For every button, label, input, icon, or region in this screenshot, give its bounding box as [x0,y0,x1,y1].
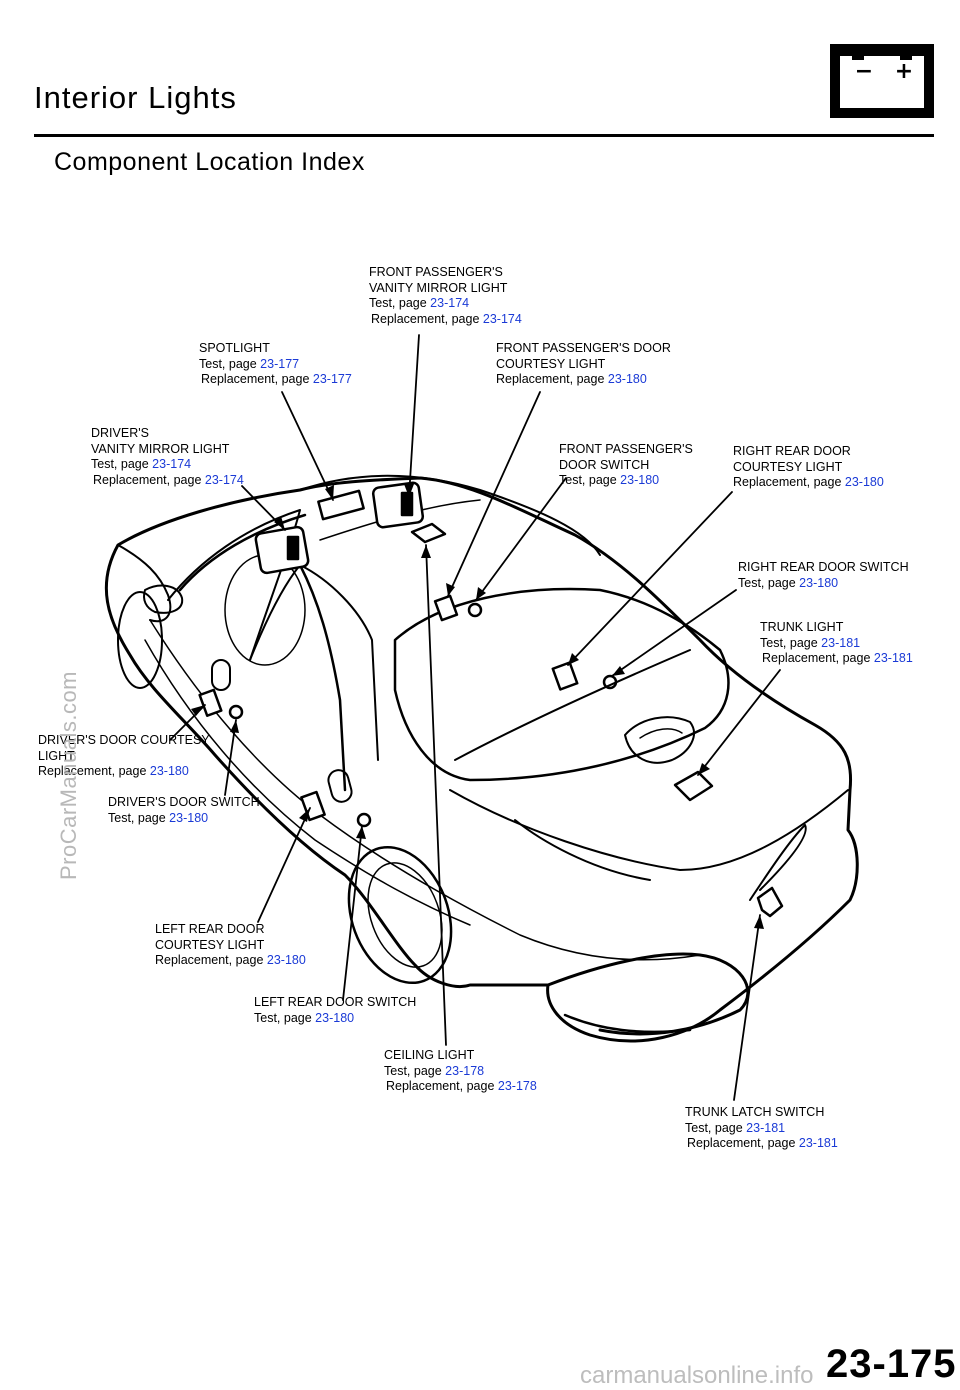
callout-right-rear-door-switch: RIGHT REAR DOOR SWITCH Test, page 23-180 [738,560,909,590]
car-door-handle-front [211,659,231,691]
component-right-rear-courtesy [551,661,579,691]
page-link[interactable]: 23-180 [169,810,209,825]
component-drivers-vanity [254,525,310,575]
car-rear-bumper [546,952,750,1036]
car-windshield [167,509,301,661]
page-subtitle: Component Location Index [54,148,365,176]
leader-trunk-latch [733,914,761,1101]
page-number: 23-175 [826,1342,957,1386]
component-right-rear-switch [602,674,618,690]
page-link[interactable]: 23-177 [260,356,300,371]
page-link[interactable]: 23-180 [799,575,839,590]
car-front-wheel [117,591,163,689]
car-side-line-lower [144,639,471,926]
page-link[interactable]: 23-180 [266,953,306,967]
component-front-passenger-vanity [371,481,425,529]
car-rear-wheel-inner [367,862,443,968]
car-b-pillar [298,563,347,792]
callout-drivers-vanity: DRIVER'S VANITY MIRROR LIGHT Test, page … [91,426,244,487]
title-rule [34,134,934,137]
callout-right-rear-door-courtesy: RIGHT REAR DOOR COURTESY LIGHT Replaceme… [733,444,884,489]
car-roof [299,474,601,556]
leader-trunk-light [697,669,781,776]
car-trunk-recess [624,716,695,764]
car-trunk-recess-inner [639,728,683,739]
car-body-outline [104,476,859,1043]
car-rear-deck [454,649,691,761]
leader-spotlight [281,391,334,501]
callout-trunk-latch-switch: TRUNK LATCH SWITCH Test, page 23-181 Rep… [685,1105,838,1150]
battery-plus-glyph: + [895,59,913,84]
leader-front-passenger-vanity [408,334,420,498]
page-link[interactable]: 23-174 [482,311,522,326]
page-link[interactable]: 23-181 [798,1136,838,1150]
leader-left-rear-courtesy [257,807,311,923]
leader-front-passenger-switch [475,477,567,601]
page-link[interactable]: 23-178 [445,1063,485,1078]
leader-right-rear-switch [611,589,737,677]
leader-ceiling-light [425,544,447,1046]
battery-icon: − + [830,44,934,118]
car-taillight [749,824,807,901]
car-side-line-upper [149,619,701,961]
page-link[interactable]: 23-181 [746,1120,786,1135]
component-drivers-switch [228,704,244,720]
page-link[interactable]: 23-180 [620,473,660,487]
callout-spotlight: SPOTLIGHT Test, page 23-177 Replacement,… [199,341,352,386]
component-ceiling-light [410,522,447,544]
car-headlight [143,584,184,614]
page-link[interactable]: 23-181 [873,651,913,665]
callout-left-rear-door-courtesy: LEFT REAR DOOR COURTESY LIGHT Replacemen… [155,922,306,967]
car-rear-bumper-lower [563,1013,692,1034]
page-link[interactable]: 23-180 [607,372,647,386]
watermark: ProCarManuals.com [18,580,81,880]
page-title: Interior Lights [34,80,237,115]
battery-minus-glyph: − [855,59,873,84]
callout-front-passenger-door-courtesy: FRONT PASSENGER'S DOOR COURTESY LIGHT Re… [496,341,671,386]
page-link[interactable]: 23-174 [152,457,192,471]
callout-drivers-door-switch: DRIVER'S DOOR SWITCH Test, page 23-180 [108,795,260,825]
page-link[interactable]: 23-178 [497,1079,537,1093]
car-trunk-edge [514,819,651,881]
leader-left-rear-switch [342,825,363,1001]
page-link[interactable]: 23-174 [204,472,244,487]
watermark-text: ProCarManuals.com [56,670,81,880]
car-door-handle-rear [327,769,353,803]
page-link[interactable]: 23-180 [149,764,189,778]
page-link[interactable]: 23-180 [844,475,884,489]
callout-ceiling-light: CEILING LIGHT Test, page 23-178 Replacem… [384,1048,537,1093]
component-trunk-light [673,770,714,802]
car-a-pillar [178,513,307,592]
page-link[interactable]: 23-181 [821,635,861,650]
callout-drivers-door-courtesy: DRIVER'S DOOR COURTESY LIGHT Replacement… [38,733,210,778]
component-left-rear-switch [356,812,372,828]
leader-front-passenger-courtesy [447,391,541,597]
footer-watermark: carmanualsonline.info [580,1362,814,1389]
callout-front-passenger-door-switch: FRONT PASSENGER'S DOOR SWITCH Test, page… [559,442,693,487]
callout-trunk-light: TRUNK LIGHT Test, page 23-181 Replacemen… [760,620,913,665]
component-front-passenger-switch [467,602,483,618]
callout-left-rear-door-switch: LEFT REAR DOOR SWITCH Test, page 23-180 [254,995,417,1025]
callout-front-passenger-vanity: FRONT PASSENGER'S VANITY MIRROR LIGHT Te… [369,265,522,326]
leader-drivers-switch [224,719,237,796]
car-rear-window [393,587,730,782]
car-rear-wheel [347,845,453,985]
page-link[interactable]: 23-180 [315,1010,355,1025]
car-trunk-lid [449,789,849,871]
component-front-passenger-courtesy [433,594,459,622]
page-link[interactable]: 23-177 [312,372,352,386]
page-link[interactable]: 23-174 [430,296,470,310]
leader-right-rear-courtesy [567,491,733,666]
car-hood-line [117,544,172,623]
component-spotlight [317,489,365,521]
component-trunk-latch [756,886,784,918]
component-drivers-courtesy [198,688,223,717]
